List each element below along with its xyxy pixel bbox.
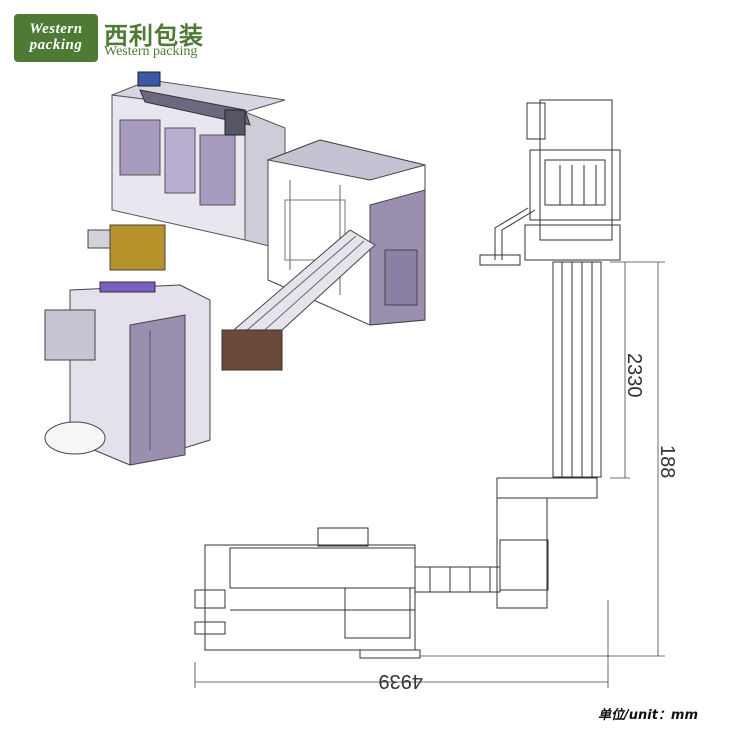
top-machine-plan — [479, 99, 621, 266]
vffs-machine — [44, 224, 211, 466]
vertical-conveyor-plan — [552, 261, 602, 478]
dimension-2330: 2330 — [623, 353, 645, 398]
machine-3d-render — [44, 71, 426, 466]
dimension-188: 188 — [656, 445, 678, 478]
logo-line-2: packing — [29, 37, 83, 53]
case-packer-plan — [194, 527, 421, 659]
layout-top-view — [194, 99, 665, 688]
incline-conveyor — [221, 229, 376, 371]
dimension-4939: 4939 — [379, 670, 424, 692]
cartoner-machine — [111, 71, 286, 251]
brand-name-cn: 西利包装 — [104, 22, 204, 50]
dimension-lines — [194, 261, 665, 688]
brand-name-en: Western packing — [104, 44, 198, 59]
transfer-conveyor-plan — [414, 477, 598, 609]
logo-line-1: Western — [29, 21, 83, 38]
logo: Western packing — [14, 14, 98, 62]
unit-label: 单位/unit：mm — [598, 708, 699, 723]
